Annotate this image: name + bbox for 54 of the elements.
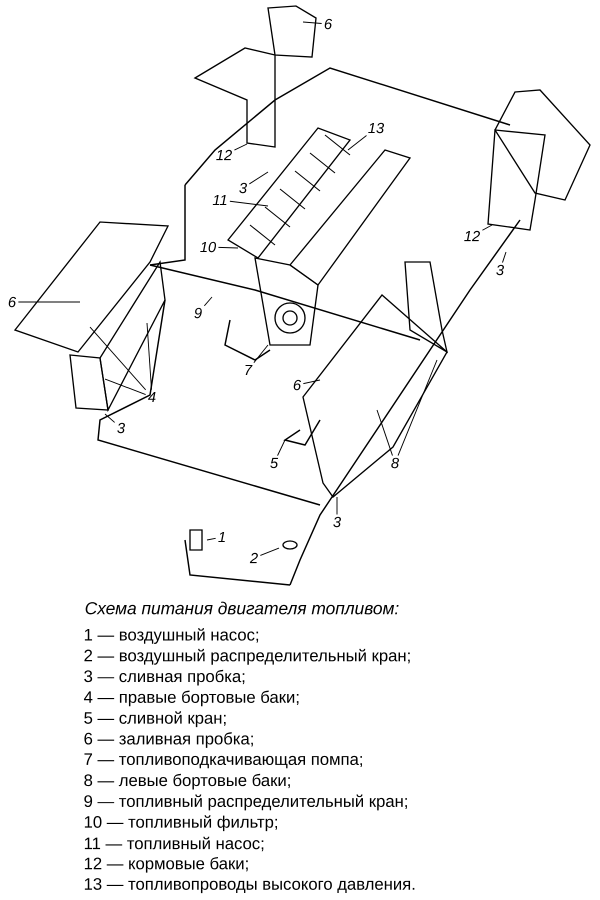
- legend-entry: 13 — топливопроводы высокого давления.: [84, 878, 414, 894]
- legend-entry: 6 — заливная пробка;: [84, 732, 253, 748]
- leader-line: [206, 538, 216, 540]
- legend-entry: 12 — кормовые баки;: [84, 856, 248, 873]
- callout-number: 2: [250, 552, 258, 564]
- legend-entry: 10 — топливный фильтр;: [84, 815, 277, 832]
- leader-line: [302, 22, 322, 24]
- leader-line: [302, 380, 320, 384]
- leader-line: [277, 440, 286, 456]
- legend-entry: 8 — левые бортовые баки;: [84, 774, 290, 790]
- callout-number: 8: [391, 458, 399, 468]
- leader-line: [502, 252, 506, 264]
- legend-entry: 3 — сливная пробка;: [84, 670, 244, 686]
- callout-number: 13: [368, 122, 384, 134]
- leader-line: [253, 344, 268, 364]
- leader-line: [204, 296, 212, 306]
- leader-line: [482, 224, 492, 231]
- callout-number: 3: [239, 182, 247, 194]
- leader-line: [348, 135, 367, 150]
- leader-line: [234, 144, 248, 150]
- leader-line: [336, 496, 338, 516]
- legend-entry: 9 — топливный распределительный кран;: [84, 794, 407, 810]
- callout-number: 6: [324, 18, 332, 30]
- callout-number: 12: [464, 230, 480, 242]
- callout-number: 6: [8, 296, 16, 308]
- callout-number: 12: [216, 150, 232, 160]
- leader-line: [229, 200, 268, 206]
- callout-number: 4: [148, 392, 156, 402]
- legend-entry: 1 — воздушный насос;: [84, 628, 258, 644]
- leader-line: [376, 410, 393, 456]
- callout-number: 3: [333, 516, 341, 528]
- callout-number: 5: [270, 458, 278, 468]
- callout-number: 6: [294, 380, 302, 390]
- legend-entry: 2 — воздушный распределительный кран;: [84, 648, 410, 665]
- callout-number: 7: [245, 364, 253, 376]
- callout-number: 3: [117, 422, 125, 434]
- leader-line: [218, 246, 238, 248]
- caption: Схема питания двигателя топливом:: [86, 602, 399, 614]
- legend-entry: 4 — правые бортовые баки;: [84, 690, 298, 706]
- callout-number: 1: [218, 532, 225, 542]
- callout-number: 10: [200, 242, 216, 252]
- leader-line: [260, 548, 280, 556]
- callout-number: 9: [194, 308, 202, 318]
- leader-line: [248, 172, 268, 184]
- leader-line: [104, 378, 146, 396]
- callout-number: 3: [496, 264, 504, 276]
- legend-entry: 11 — топливный насос;: [84, 836, 264, 852]
- leader-line: [104, 414, 116, 423]
- callout-number: 11: [212, 194, 226, 206]
- legend-entry: 5 — сливной кран;: [84, 711, 226, 728]
- leader-line: [398, 360, 438, 456]
- legend-entry: 7 — топливоподкачивающая помпа;: [84, 753, 362, 768]
- leader-line: [146, 322, 152, 390]
- leader-line: [90, 326, 146, 390]
